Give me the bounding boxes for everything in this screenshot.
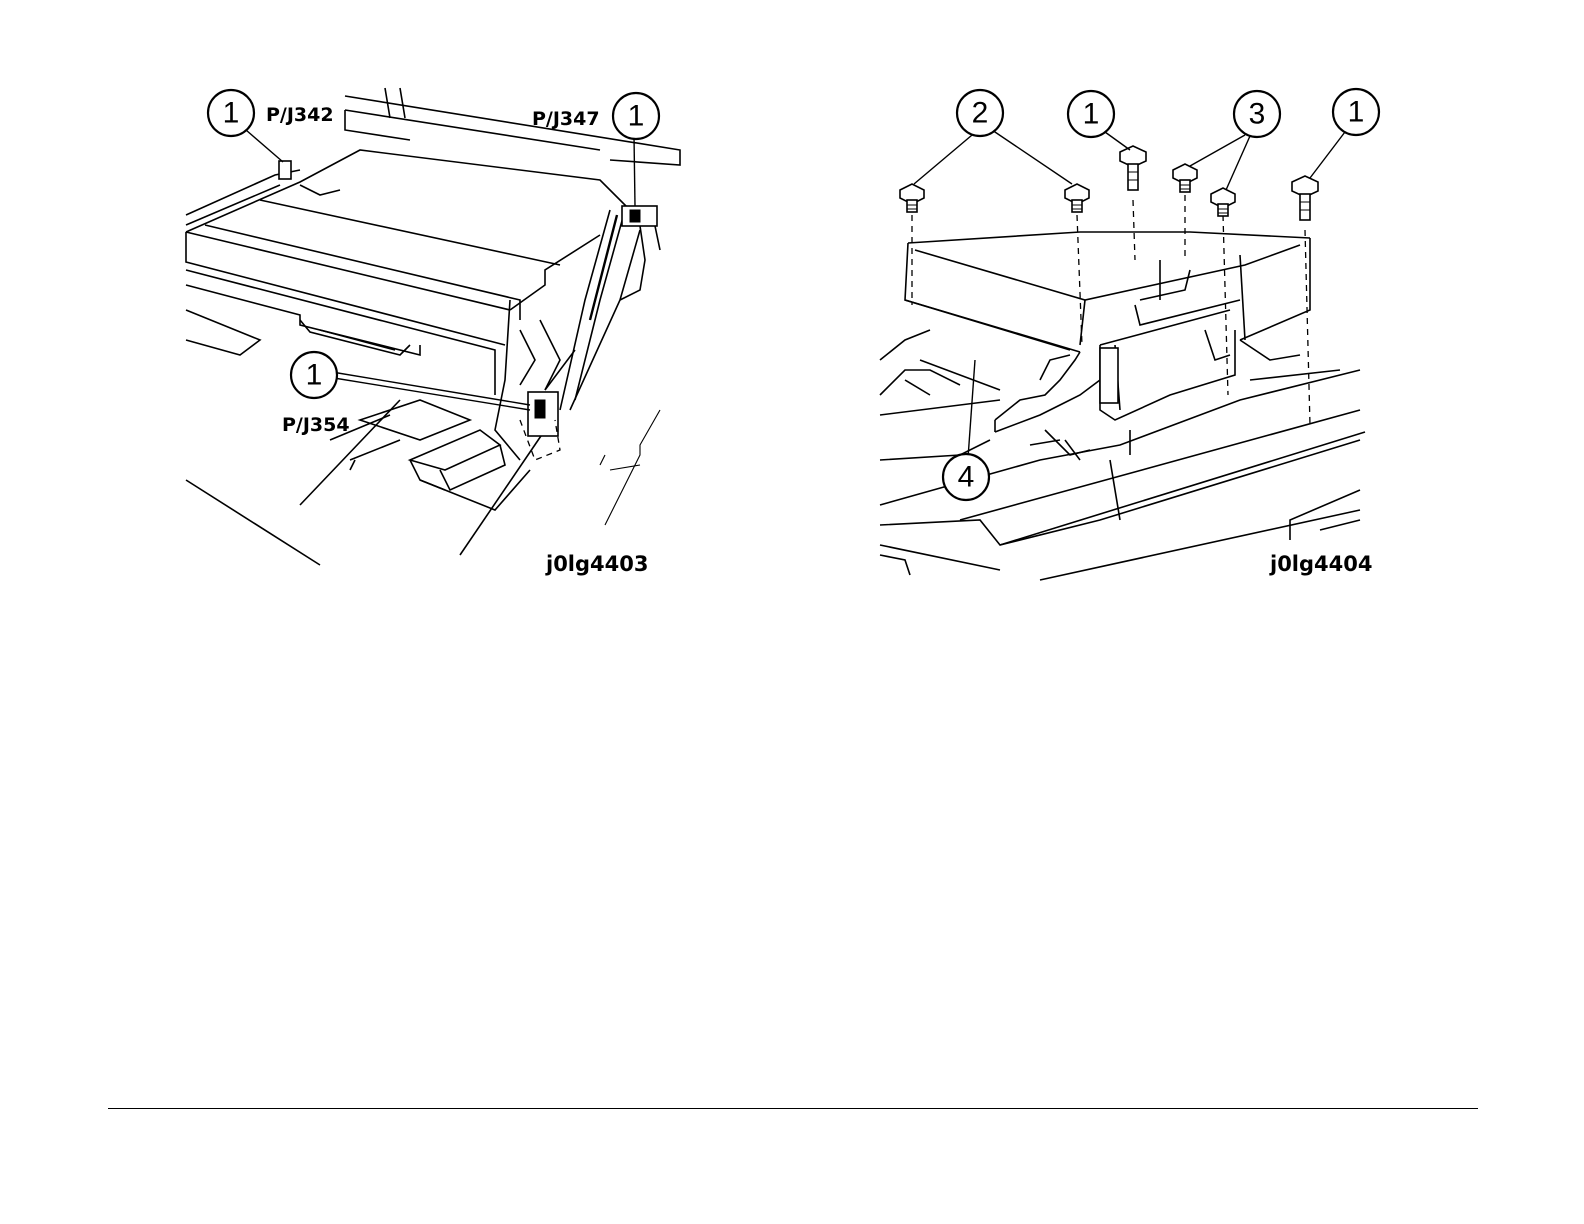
figure-id-label-right: j0lg4404: [1269, 552, 1373, 576]
callout-number: 1: [1083, 98, 1100, 131]
leader-callout-1-center: [1105, 132, 1130, 150]
callout-number: 2: [972, 97, 989, 130]
leader-callout-3-a: [1190, 135, 1245, 166]
callout-number: 1: [1348, 96, 1365, 129]
screw-icon: [1065, 184, 1089, 212]
callout-1-center: 1: [1068, 91, 1114, 137]
callout-1-pj347: 1: [613, 93, 659, 139]
left-machine-drawing: [186, 88, 680, 565]
callout-4: 4: [943, 454, 989, 500]
leader-callout-2-a: [914, 130, 978, 184]
figure-left: 1 1 1 P/J342 P/J347 P/J354 j0lg4403: [186, 88, 680, 576]
screw-icon: [900, 184, 924, 212]
callout-1-right: 1: [1333, 89, 1379, 135]
screw-icon: [1120, 146, 1146, 190]
leader-callout-4: [968, 360, 975, 458]
right-machine-drawing: [880, 146, 1365, 580]
callout-number: 3: [1249, 98, 1266, 131]
screw-icon: [1173, 164, 1197, 192]
leader-callout-1-pj342: [246, 130, 283, 162]
screw-icon: [1292, 176, 1318, 220]
footer-divider: [108, 1108, 1478, 1109]
callout-number: 1: [306, 359, 323, 392]
callout-3: 3: [1234, 91, 1280, 137]
screw-icon: [1211, 188, 1235, 216]
leader-callout-1-pj354-upper: [332, 372, 530, 405]
callout-number: 1: [628, 100, 645, 133]
callout-2: 2: [957, 90, 1003, 136]
callout-1-pj354: 1: [291, 352, 337, 398]
leader-callout-2-b: [992, 130, 1072, 184]
callout-1-pj342: 1: [208, 90, 254, 136]
leader-callout-1-pj347: [634, 136, 635, 206]
callout-number: 4: [958, 461, 975, 494]
figure-right: 2 1 3 1 4 j0lg4404: [880, 89, 1379, 580]
connector-label-pj347: P/J347: [532, 108, 600, 130]
connector-label-pj342: P/J342: [266, 104, 334, 126]
callout-number: 1: [223, 97, 240, 130]
figure-id-label-left: j0lg4403: [545, 552, 649, 576]
leader-callout-1-right: [1310, 128, 1348, 178]
connector-label-pj354: P/J354: [282, 414, 350, 436]
